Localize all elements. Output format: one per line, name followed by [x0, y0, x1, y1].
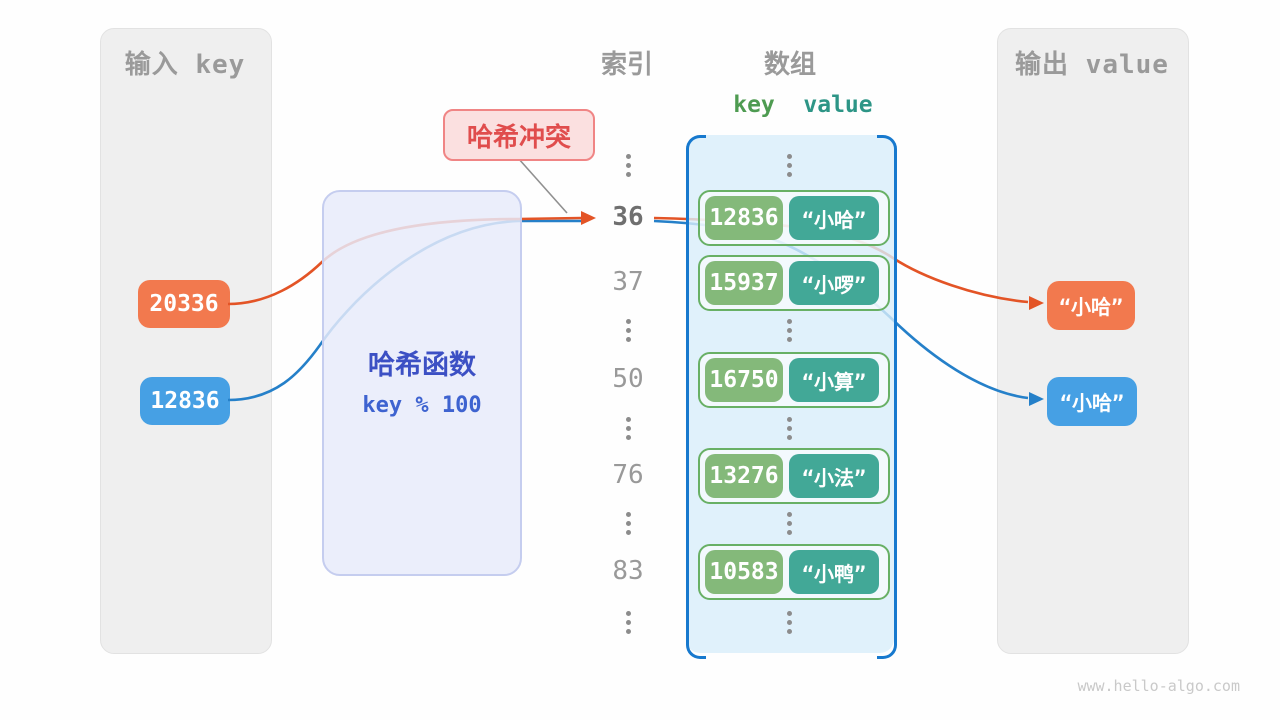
ellipsis-icon	[625, 512, 631, 535]
ellipsis-icon	[625, 319, 631, 342]
index-76: 76	[612, 460, 644, 490]
slot-key: 13276	[705, 454, 783, 498]
output-panel-title: 输出 value	[1015, 50, 1169, 80]
slot-key: 16750	[705, 358, 783, 402]
slot-value: “小法”	[789, 454, 879, 498]
input-panel-title: 输入 key	[124, 50, 246, 80]
index-36: 36	[612, 202, 644, 232]
hash-function-formula: key % 100	[362, 393, 482, 418]
output-value-orange: “小哈”	[1047, 281, 1135, 330]
array-key-header: key	[733, 92, 775, 118]
ellipsis-icon	[786, 417, 792, 440]
slot-value: “小算”	[789, 358, 879, 402]
collision-connector-line	[517, 157, 568, 214]
index-column-header: 索引	[600, 49, 653, 79]
input-key-20336: 20336	[138, 280, 230, 328]
array-slot-37: 15937 “小啰”	[698, 255, 890, 311]
ellipsis-icon	[786, 319, 792, 342]
array-slot-50: 16750 “小算”	[698, 352, 890, 408]
ellipsis-icon	[625, 154, 631, 177]
watermark: www.hello-algo.com	[1077, 677, 1240, 695]
orange-arrowhead-index	[581, 211, 596, 225]
output-value-blue: “小哈”	[1047, 377, 1137, 426]
index-83: 83	[612, 556, 644, 586]
hash-collision-label: 哈希冲突	[443, 109, 595, 161]
hash-function-title: 哈希函数	[368, 350, 476, 380]
index-37: 37	[612, 267, 644, 297]
ellipsis-icon	[786, 154, 792, 177]
ellipsis-icon	[625, 611, 631, 634]
ellipsis-icon	[786, 512, 792, 535]
output-value-panel	[997, 28, 1189, 654]
slot-key: 10583	[705, 550, 783, 594]
input-key-panel	[100, 28, 272, 654]
ellipsis-icon	[625, 417, 631, 440]
slot-value: “小哈”	[789, 196, 879, 240]
array-slot-76: 13276 “小法”	[698, 448, 890, 504]
ellipsis-icon	[786, 611, 792, 634]
slot-key: 15937	[705, 261, 783, 305]
slot-value: “小鸭”	[789, 550, 879, 594]
input-key-12836: 12836	[140, 377, 230, 425]
array-column-header: 数组	[763, 49, 816, 79]
array-slot-36: 12836 “小哈”	[698, 190, 890, 246]
hash-function-box: 哈希函数 key % 100	[322, 190, 522, 576]
slot-key: 12836	[705, 196, 783, 240]
slot-value: “小啰”	[789, 261, 879, 305]
array-slot-83: 10583 “小鸭”	[698, 544, 890, 600]
array-value-header: value	[803, 92, 873, 118]
index-50: 50	[612, 364, 644, 394]
